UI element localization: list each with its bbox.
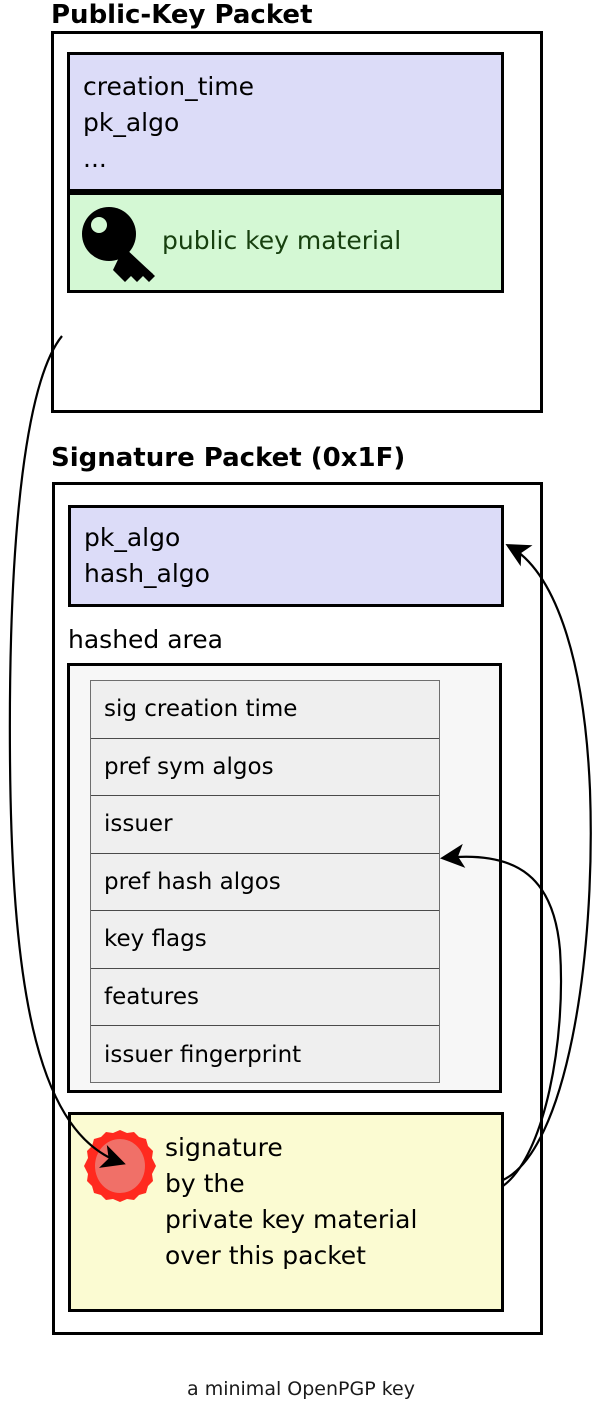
subpacket-row[interactable]: pref hash algos: [91, 854, 439, 911]
figure-caption: a minimal OpenPGP key: [187, 1378, 415, 1400]
signature-block: signature by the private key material ov…: [68, 1112, 504, 1312]
public-key-material-label: public key material: [162, 226, 402, 255]
subpacket-row[interactable]: issuer fingerprint: [104, 1041, 302, 1068]
signature-packet-fields-box: pk_algo hash_algo: [68, 505, 504, 607]
hashed-area-label: hashed area: [68, 625, 223, 654]
subpacket-row[interactable]: features: [91, 969, 439, 1026]
public-key-material-box: public key material: [67, 192, 504, 293]
subpacket-row[interactable]: key flags: [91, 911, 439, 969]
public-key-packet-title: Public-Key Packet: [51, 0, 313, 30]
subpacket-row[interactable]: pref sym algos: [91, 739, 439, 796]
subpacket-row[interactable]: sig creation time: [91, 681, 439, 739]
public-key-fields-box: creation_time pk_algo ...: [67, 52, 504, 192]
signature-packet-fields-text: pk_algo hash_algo: [84, 523, 210, 588]
signature-packet-title: Signature Packet (0x1F): [51, 443, 406, 473]
wax-seal-icon: [82, 1128, 158, 1204]
hashed-subpacket-list: sig creation time pref sym algos issuer …: [90, 680, 440, 1083]
signature-description: signature by the private key material ov…: [165, 1133, 418, 1270]
public-key-fields-text: creation_time pk_algo ...: [83, 72, 255, 173]
subpacket-row[interactable]: issuer: [91, 796, 439, 854]
key-icon: [79, 206, 165, 284]
hashed-area-box: sig creation time pref sym algos issuer …: [67, 663, 502, 1093]
